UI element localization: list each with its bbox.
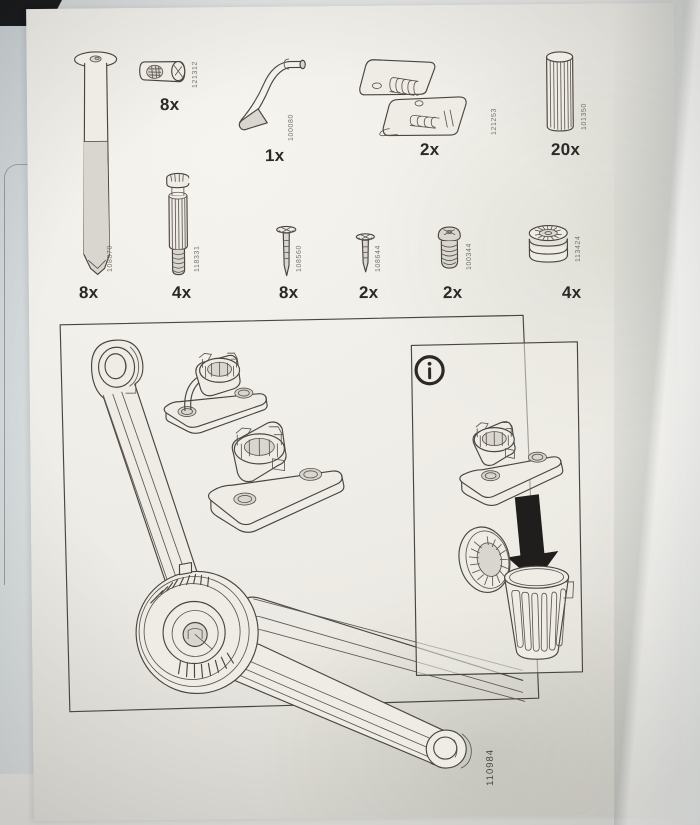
pnum-hinge: 121253 <box>490 107 498 135</box>
allen-key-icon <box>238 58 306 131</box>
disposal-info-panel <box>410 341 584 676</box>
qty-washer-stack: 4x <box>561 282 582 303</box>
sheet-number: 110984 <box>484 748 496 786</box>
bin-lid-icon <box>458 526 511 593</box>
qty-allen-key: 1x <box>264 145 285 166</box>
qty-long-bolt: 8x <box>78 282 99 303</box>
hinge-bracket-icon <box>359 59 467 137</box>
caster-bracket-discard <box>459 421 564 507</box>
caster-mounting-bracket-lower <box>207 421 345 533</box>
pnum-dowel: 101350 <box>580 102 588 130</box>
washer-stack-icon <box>528 225 569 263</box>
assembly-diagram-panel <box>59 314 540 713</box>
pnum-cam-lock: 121312 <box>191 60 199 88</box>
wood-screw-icon <box>437 226 461 269</box>
pnum-long-nail: 108560 <box>295 244 303 272</box>
qty-hinge: 2x <box>419 139 440 160</box>
qty-cam-lock: 8x <box>159 94 180 115</box>
long-nail-icon <box>276 225 297 277</box>
qty-long-nail: 8x <box>278 282 299 303</box>
pnum-short-nail: 108644 <box>374 244 382 272</box>
pnum-allen-key: 100080 <box>287 113 295 141</box>
waste-bin-icon <box>504 565 575 660</box>
pnum-wood-screw: 100344 <box>465 242 473 270</box>
pnum-washer-stack: 113424 <box>574 235 582 262</box>
qty-short-nail: 2x <box>358 282 379 303</box>
caster-mounting-bracket-upper <box>163 352 268 434</box>
info-icon <box>414 355 445 386</box>
qty-dowel: 20x <box>550 139 581 160</box>
pnum-long-bolt: 108870 <box>106 244 114 272</box>
pnum-conn-screw: 118331 <box>193 245 201 272</box>
qty-wood-screw: 2x <box>442 282 463 303</box>
short-nail-icon <box>355 233 375 273</box>
connecting-screw-icon <box>166 172 190 276</box>
wooden-dowel-icon <box>546 51 574 132</box>
long-bolt-icon <box>74 51 118 275</box>
qty-conn-screw: 4x <box>171 282 192 303</box>
cam-lock-icon <box>139 60 186 83</box>
central-hub <box>135 561 259 695</box>
three-armed-base-leg <box>90 339 526 769</box>
down-arrow-icon <box>507 494 559 583</box>
